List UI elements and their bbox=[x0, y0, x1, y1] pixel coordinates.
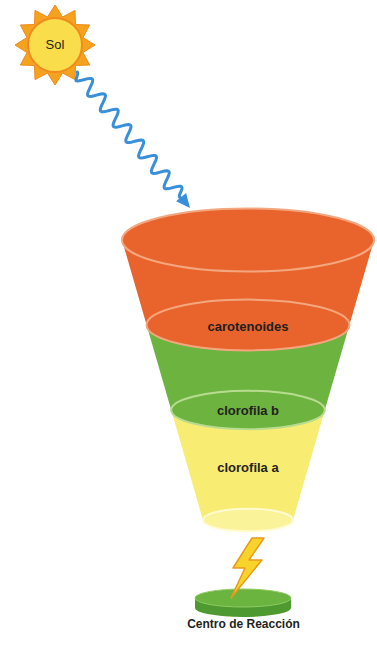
funnel-top bbox=[122, 209, 374, 272]
sun-node: Sol bbox=[28, 18, 82, 72]
node-label: Centro de Reacción bbox=[183, 617, 304, 631]
pigment-band: carotenoides bbox=[120, 208, 376, 348]
arrow-head bbox=[176, 193, 190, 208]
node-label: clorofila a bbox=[170, 460, 326, 476]
node-label: carotenoides bbox=[120, 319, 376, 335]
pigment-band: clorofila b bbox=[145, 350, 351, 430]
lightning-bolt bbox=[231, 538, 264, 598]
sun-disc bbox=[28, 18, 82, 72]
pigment-band: clorofila a bbox=[170, 432, 326, 532]
funnel-opening bbox=[203, 509, 293, 532]
node-label: clorofila b bbox=[145, 403, 351, 419]
light-wave-arrow bbox=[76, 72, 190, 208]
reaction-disc-top bbox=[195, 589, 291, 607]
sun-rays bbox=[15, 5, 95, 85]
reaction-center: Centro de Reacción bbox=[183, 617, 304, 634]
node-label: Sol bbox=[28, 37, 82, 53]
wave-line bbox=[76, 72, 182, 198]
